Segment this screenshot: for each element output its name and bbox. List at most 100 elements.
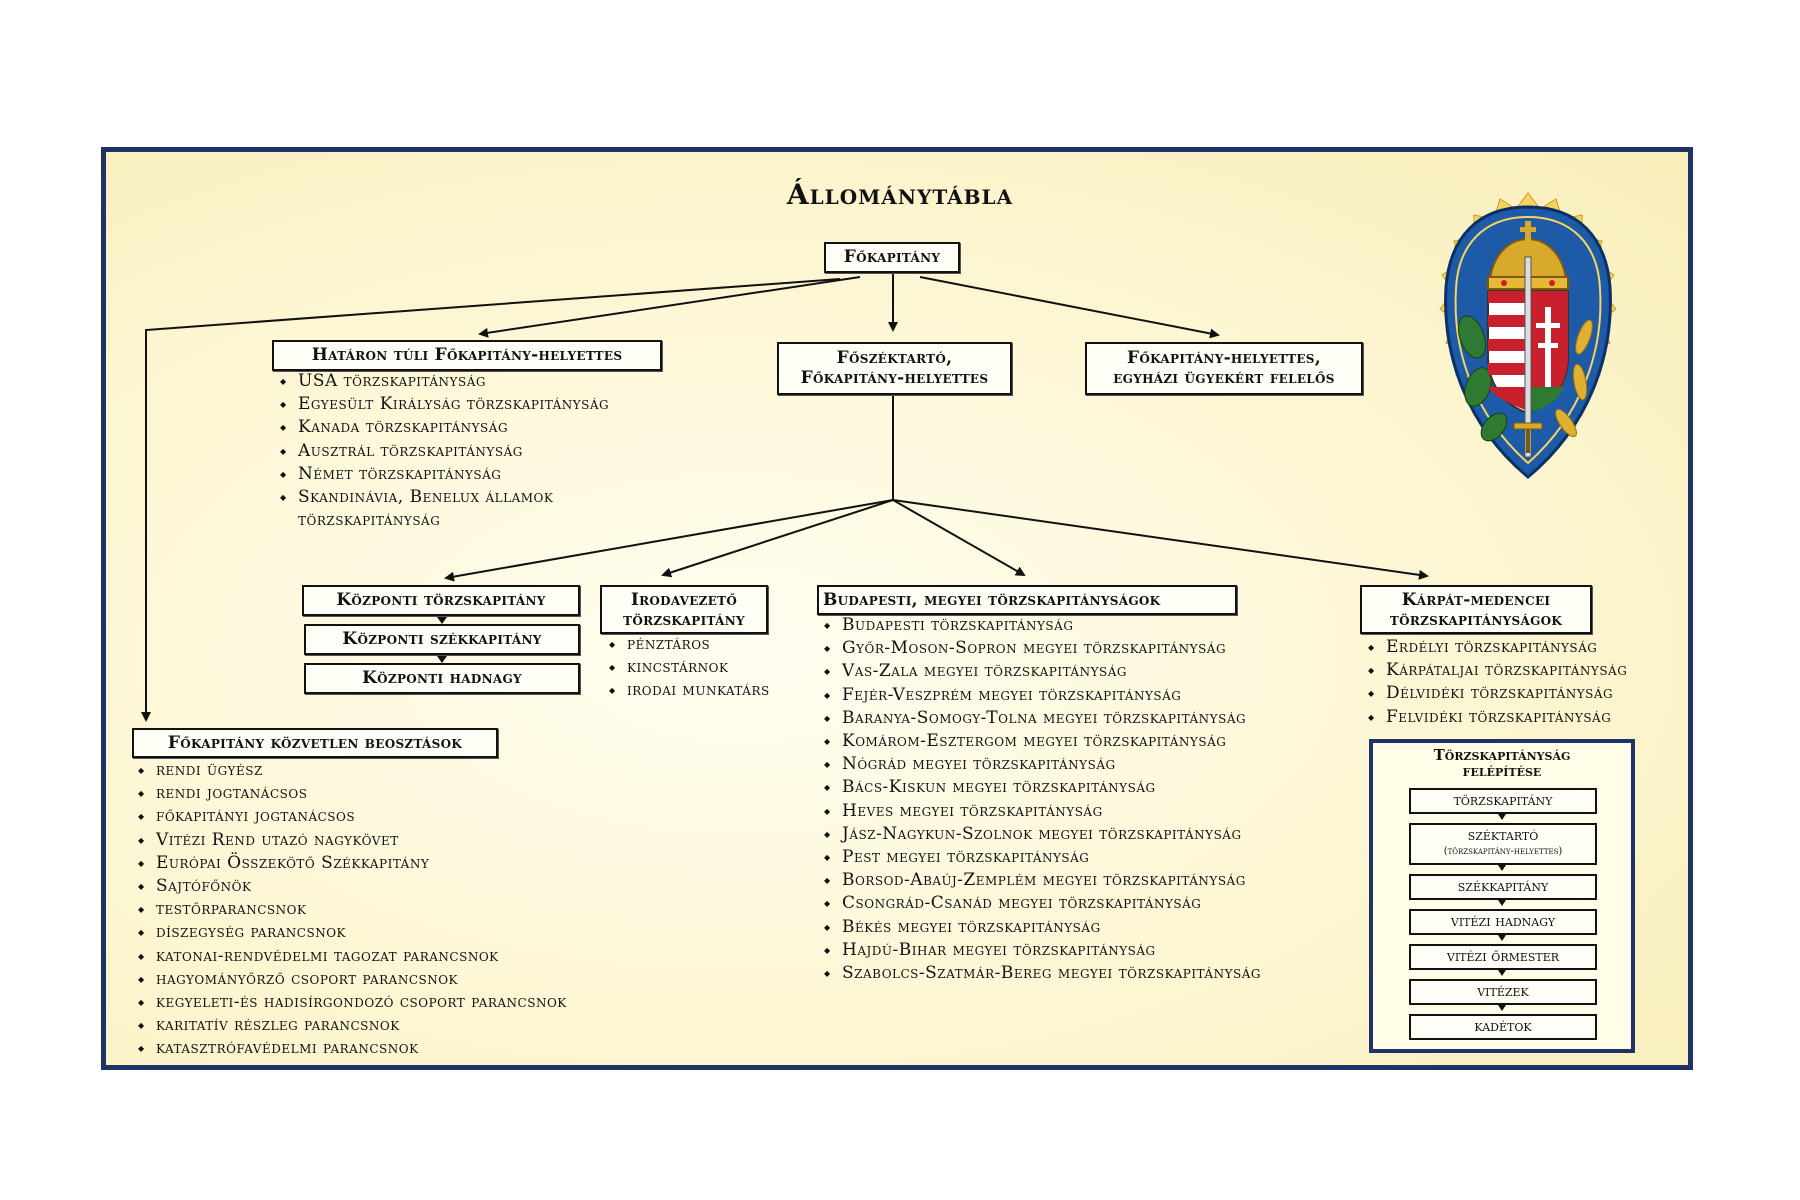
list-item: rendi ügyész (134, 759, 567, 782)
budapest-list: Budapesti törzskapitányság Győr-Moson-So… (820, 614, 1261, 985)
list-item: Kanada törzskapitányság (276, 416, 609, 439)
abroad-deputy-box: Határon túli Főkapitány-helyettes (272, 340, 662, 371)
list-item: Jász-Nagykun-Szolnok megyei törzskapitán… (820, 823, 1261, 846)
list-item: Csongrád-Csanád megyei törzskapitányság (820, 892, 1261, 915)
list-item: Borsod-Abaúj-Zemplém megyei törzskapitán… (820, 869, 1261, 892)
direct-title: Főkapitány közvetlen beosztások (167, 733, 463, 753)
arrow-central (444, 499, 894, 582)
carpathian-title-line1: Kárpát-medencei (1401, 590, 1551, 610)
central-chain-box-2: Központi székkapitány (304, 624, 580, 655)
chain-arrow-1 (437, 617, 447, 624)
structure-item-label: székkapitány (1457, 877, 1549, 895)
list-item: Hajdú-Bihar megyei törzskapitányság (820, 939, 1261, 962)
office-title-line2: törzskapitány (623, 610, 745, 630)
page-title: Állománytábla (786, 178, 1014, 211)
structure-item-label: széktartó (1467, 826, 1539, 844)
carpathian-list: Erdélyi törzskapitányság Kárpátaljai tör… (1364, 636, 1627, 729)
abroad-deputy-label: Határon túli Főkapitány-helyettes (311, 345, 623, 365)
list-item: kincstárnok (605, 656, 770, 679)
structure-title: Törzskapitányság felépítése (1373, 747, 1631, 779)
list-item: testőrparancsnok (134, 898, 567, 921)
list-item: főkapitányi jogtanácsos (134, 805, 567, 828)
list-item: Skandinávia, Benelux államok (276, 486, 609, 509)
abroad-list: USA törzskapitányság Egyesült Királyság … (276, 370, 609, 532)
church-deputy-line2: egyházi ügyekért felelős (1113, 368, 1335, 388)
list-item: Fejér-Veszprém megyei törzskapitányság (820, 684, 1261, 707)
list-item: karitatív részleg parancsnok (134, 1014, 567, 1037)
carpathian-box: Kárpát-medencei törzskapitányságok (1360, 585, 1592, 634)
structure-arrows (1498, 814, 1506, 1011)
structure-item-label: törzskapitány (1453, 791, 1553, 809)
arrow-budapest (892, 499, 1026, 576)
chief-seat-deputy-line2: Főkapitány-helyettes (800, 368, 989, 388)
office-list: pénztáros kincstárnok irodai munkatárs (605, 633, 770, 703)
list-item: Délvidéki törzskapitányság (1364, 682, 1627, 705)
budapest-box: Budapesti, megyei törzskapitányságok (817, 585, 1237, 615)
list-item: hagyományőrző csoport parancsnok (134, 968, 567, 991)
chain-arrow-2 (437, 656, 447, 663)
central-chain-label: Központi székkapitány (342, 629, 542, 649)
office-title-line1: Irodavezető (630, 590, 738, 610)
structure-item: vitézek (1409, 979, 1597, 1005)
structure-title-line1: Törzskapitányság (1433, 746, 1571, 764)
list-item: Felvidéki törzskapitányság (1364, 706, 1627, 729)
list-item: Kárpátaljai törzskapitányság (1364, 659, 1627, 682)
list-item: Győr-Moson-Sopron megyei törzskapitánysá… (820, 637, 1261, 660)
arrow-root-left (478, 276, 861, 338)
arrow-root-right (919, 276, 1220, 339)
list-item: kegyeleti-és hadisírgondozó csoport para… (134, 991, 567, 1014)
arrow-root-direct (141, 278, 841, 722)
list-item: Baranya-Somogy-Tolna megyei törzskapitán… (820, 707, 1261, 730)
church-deputy-line1: Főkapitány-helyettes, (1127, 348, 1321, 368)
list-item: Európai Összekötő Székkapitány (134, 852, 567, 875)
central-chain-label: Központi hadnagy (362, 668, 522, 688)
list-item: irodai munkatárs (605, 679, 770, 702)
list-item: Német törzskapitányság (276, 463, 609, 486)
structure-item-label: vitézi őrmester (1446, 947, 1560, 965)
office-box: Irodavezető törzskapitány (600, 585, 768, 634)
list-item: katasztrófavédelmi parancsnok (134, 1037, 567, 1060)
carpathian-title-line2: törzskapitányságok (1389, 610, 1563, 630)
chief-seat-deputy-line1: Főszéktartó, (836, 348, 953, 368)
list-item: rendi jogtanácsos (134, 782, 567, 805)
structure-item: kadétok (1409, 1014, 1597, 1040)
central-chain-box-3: Központi hadnagy (304, 663, 580, 694)
central-chain-label: Központi törzskapitány (336, 590, 546, 610)
chief-seat-deputy-box: Főszéktartó, Főkapitány-helyettes (777, 342, 1012, 395)
list-item: díszegység parancsnok (134, 921, 567, 944)
list-item: Vas-Zala megyei törzskapitányság (820, 660, 1261, 683)
root-label: Főkapitány (843, 247, 941, 267)
list-item: Nógrád megyei törzskapitányság (820, 753, 1261, 776)
list-item: Budapesti törzskapitányság (820, 614, 1261, 637)
list-item: Ausztrál törzskapitányság (276, 440, 609, 463)
structure-panel: Törzskapitányság felépítése törzskapitán… (1369, 739, 1635, 1053)
list-item: Pest megyei törzskapitányság (820, 846, 1261, 869)
structure-title-line2: felépítése (1462, 762, 1542, 780)
list-item: USA törzskapitányság (276, 370, 609, 393)
direct-box: Főkapitány közvetlen beosztások (132, 728, 498, 758)
list-item: Erdélyi törzskapitányság (1364, 636, 1627, 659)
coat-of-arms-icon (1439, 192, 1617, 479)
list-item-continuation: törzskapitányság (298, 510, 441, 531)
structure-item-subnote: (törzskapitány-helyettes) (1443, 846, 1563, 857)
structure-item: vitézi hadnagy (1409, 909, 1597, 935)
arrow-office (661, 499, 894, 578)
church-deputy-box: Főkapitány-helyettes, egyházi ügyekért f… (1085, 342, 1363, 395)
structure-item-label: kadétok (1474, 1017, 1532, 1035)
central-chain-box-1: Központi törzskapitány (302, 585, 580, 616)
list-item: Egyesült Királyság törzskapitányság (276, 393, 609, 416)
list-item: pénztáros (605, 633, 770, 656)
structure-item: vitézi őrmester (1409, 944, 1597, 970)
list-item: Szabolcs-Szatmár-Bereg megyei törzskapit… (820, 962, 1261, 985)
structure-item-label: vitézi hadnagy (1450, 912, 1556, 930)
list-item: Komárom-Esztergom megyei törzskapitánysá… (820, 730, 1261, 753)
structure-item: széktartó (törzskapitány-helyettes) (1409, 823, 1597, 865)
list-item: Bács-Kiskun megyei törzskapitányság (820, 776, 1261, 799)
list-item: Vitézi Rend utazó nagykövet (134, 829, 567, 852)
budapest-title: Budapesti, megyei törzskapitányságok (823, 590, 1161, 610)
root-box: Főkapitány (824, 242, 960, 273)
list-item: Békés megyei törzskapitányság (820, 916, 1261, 939)
list-item: Sajtófőnök (134, 875, 567, 898)
list-item: katonai-rendvédelmi tagozat parancsnok (134, 945, 567, 968)
